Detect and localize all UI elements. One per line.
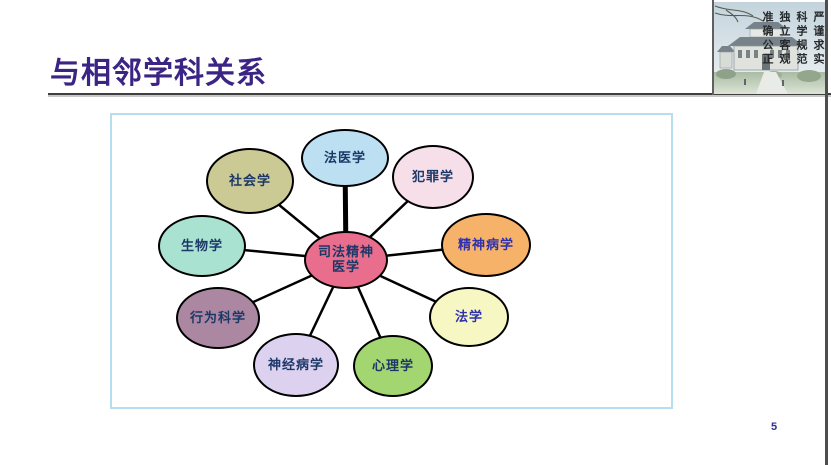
node-neurology: 神经病学 bbox=[253, 333, 339, 397]
building bbox=[717, 22, 804, 71]
title-underline bbox=[48, 93, 831, 95]
node-label: 法医学 bbox=[323, 149, 366, 165]
slide-right-border bbox=[825, 0, 828, 465]
node-forensic-medicine: 法医学 bbox=[301, 129, 389, 187]
node-label: 犯罪学 bbox=[411, 168, 454, 184]
walkway bbox=[756, 72, 788, 94]
node-label: 神经病学 bbox=[267, 356, 324, 372]
figures bbox=[744, 79, 784, 86]
node-label: 医学 bbox=[331, 259, 360, 274]
node-label: 生物学 bbox=[180, 237, 223, 253]
page-number: 5 bbox=[771, 421, 778, 433]
node-forensic-psychiatry: 司法精神医学 bbox=[304, 231, 388, 289]
node-label: 精神病学 bbox=[457, 236, 514, 252]
node-biology: 生物学 bbox=[158, 215, 246, 277]
campus-photo: 准确公正 独立客观 科学规范 严谨求实 bbox=[714, 2, 826, 94]
campus-photo-illustration bbox=[714, 2, 826, 94]
diagram-box: 法医学犯罪学精神病学法学心理学 神经病学 行为科学 生物学 社会学司法精神医学 bbox=[110, 113, 673, 409]
node-psychology: 心理学 bbox=[353, 335, 433, 397]
motto-rigorous-truthful: 严谨求实 bbox=[812, 11, 824, 67]
motto-accurate-fair: 准确公正 bbox=[761, 11, 773, 67]
node-label: 司法精神 bbox=[317, 244, 374, 260]
node-label: 行为科学 bbox=[189, 309, 246, 325]
node-psychiatry: 精神病学 bbox=[441, 213, 531, 277]
node-criminology: 犯罪学 bbox=[392, 145, 474, 209]
page-title: 与相邻学科关系 bbox=[50, 57, 267, 90]
node-behavioral-science: 行为科学 bbox=[176, 287, 260, 349]
photo-left-border bbox=[712, 0, 714, 95]
ink-branch bbox=[714, 5, 764, 23]
node-law: 法学 bbox=[429, 287, 509, 347]
node-label: 法学 bbox=[454, 308, 483, 324]
node-label: 心理学 bbox=[371, 357, 414, 373]
node-sociology: 社会学 bbox=[206, 148, 294, 214]
motto-columns: 准确公正 独立客观 科学规范 严谨求实 bbox=[761, 11, 824, 67]
node-label: 社会学 bbox=[228, 172, 271, 188]
motto-independent-objective: 独立客观 bbox=[778, 11, 790, 67]
motto-scientific-standard: 科学规范 bbox=[795, 11, 807, 67]
